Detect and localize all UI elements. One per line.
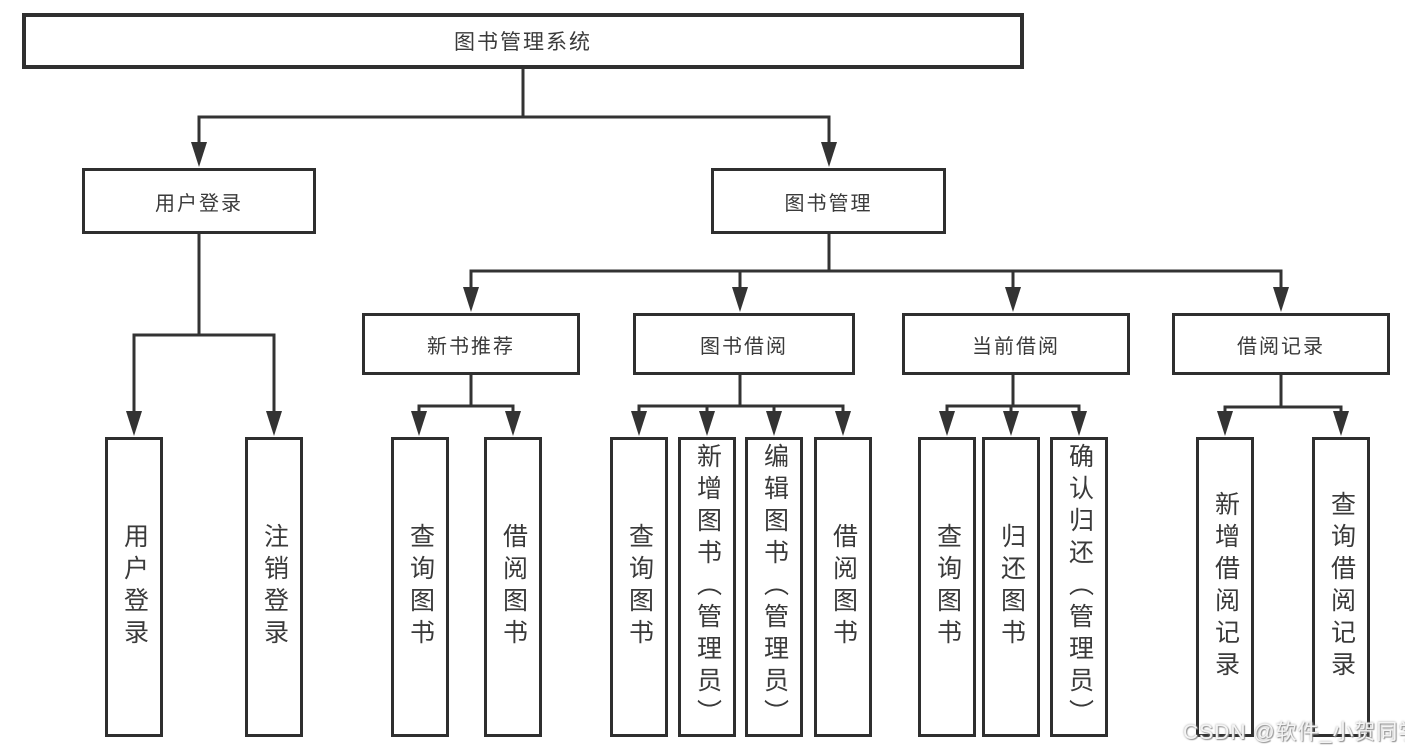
- leaf-edit-books-admin: 编辑图书（管理员）: [745, 437, 803, 737]
- arrowhead: [939, 411, 955, 436]
- arrowhead: [1217, 411, 1233, 436]
- arrowhead: [821, 142, 837, 167]
- arrowhead: [463, 287, 479, 312]
- leaf-query-borrow-record: 查询借阅记录: [1312, 437, 1370, 737]
- leaf-query-books-borrow: 查询图书: [610, 437, 668, 737]
- leaf-query-books-current: 查询图书: [918, 437, 976, 737]
- arrowhead: [1071, 411, 1087, 436]
- node-new-book-recommend: 新书推荐: [362, 313, 580, 375]
- node-book-borrowing: 图书借阅: [633, 313, 855, 375]
- connector-newbook-rail: [417, 404, 515, 413]
- leaf-confirm-return-admin: 确认归还（管理员）: [1050, 437, 1108, 737]
- node-borrowing-records: 借阅记录: [1172, 313, 1390, 375]
- arrowhead: [266, 411, 282, 436]
- connector-level2-rail: [197, 115, 831, 144]
- csdn-watermark: CSDN @软件_小贺同学: [1183, 721, 1405, 744]
- arrowhead: [1005, 287, 1021, 312]
- node-user-login: 用户登录: [82, 168, 316, 234]
- arrowhead: [505, 411, 521, 436]
- arrowhead: [1333, 411, 1349, 436]
- arrowhead: [699, 411, 715, 436]
- arrowhead: [126, 411, 142, 436]
- leaf-borrow-books-borrow: 借阅图书: [814, 437, 872, 737]
- node-library-management-system: 图书管理系统: [22, 13, 1024, 69]
- arrowhead: [631, 411, 647, 436]
- connector-borrow-rail: [637, 404, 845, 413]
- leaf-logout-login: 注销登录: [245, 437, 303, 737]
- leaf-user-login: 用户登录: [105, 437, 163, 737]
- leaf-borrow-books-recommend: 借阅图书: [484, 437, 542, 737]
- arrowhead: [1003, 411, 1019, 436]
- node-current-borrowing: 当前借阅: [902, 313, 1130, 375]
- leaf-return-books: 归还图书: [982, 437, 1040, 737]
- arrowhead: [732, 287, 748, 312]
- node-book-management: 图书管理: [711, 168, 946, 234]
- arrowhead: [1273, 287, 1289, 312]
- leaf-query-books-recommend: 查询图书: [391, 437, 449, 737]
- connector-records-rail: [1223, 405, 1343, 413]
- connector-current-rail: [945, 404, 1081, 413]
- arrowhead: [191, 142, 207, 167]
- leaf-add-borrow-record: 新增借阅记录: [1196, 437, 1254, 737]
- arrowhead: [835, 411, 851, 436]
- arrowhead: [766, 411, 782, 436]
- connector-userlogin-rail: [132, 333, 276, 413]
- arrowhead: [411, 411, 427, 436]
- leaf-add-books-admin: 新增图书（管理员）: [678, 437, 736, 737]
- connector-level3-rail: [469, 269, 1283, 289]
